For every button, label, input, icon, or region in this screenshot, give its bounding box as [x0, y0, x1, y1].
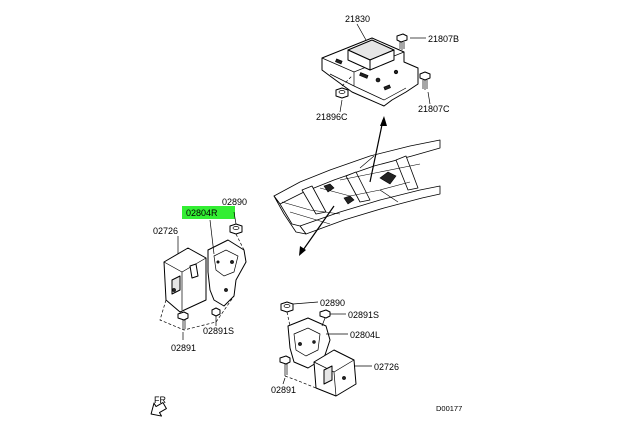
label-21896c: 21896C [316, 112, 348, 122]
dash-assembly-left [159, 295, 235, 331]
transmission-mount-assembly [321, 37, 419, 107]
leader-02804r [209, 219, 215, 255]
label-02804l: 02804L [350, 330, 380, 340]
label-02891-right: 02891 [271, 385, 296, 395]
dash-nut-right [286, 311, 291, 327]
leader-21896c [339, 99, 343, 113]
label-02726-left: 02726 [153, 226, 178, 236]
diagram-code: D00177 [436, 404, 462, 413]
label-21830: 21830 [345, 14, 370, 24]
engine-mount-02726-left [163, 247, 207, 313]
bolt-21807b [396, 33, 408, 50]
bolt-02891-right [279, 355, 291, 376]
dash-bolt-right [284, 375, 317, 389]
arrow-down-to-engine-mount [299, 205, 335, 256]
leader-02890-left [233, 211, 237, 225]
label-02804r: 02804R [186, 208, 218, 218]
label-02891s-left: 02891S [203, 326, 234, 336]
label-21807c: 21807C [418, 104, 450, 114]
bolt-21807c [419, 71, 431, 90]
front-label: FR [154, 395, 166, 405]
front-arrow-icon [150, 402, 167, 417]
leader-21830 [356, 23, 367, 41]
label-02891s-right: 02891S [348, 310, 379, 320]
label-02891-left: 02891 [171, 343, 196, 353]
label-02890-right: 02890 [320, 298, 345, 308]
dash-nut-left [235, 233, 245, 251]
label-21807b: 21807B [428, 34, 459, 44]
label-02890-left: 02890 [222, 197, 247, 207]
bolt-02891s-left [211, 307, 221, 322]
bolt-02891-left [177, 311, 189, 330]
highlight-02804r [182, 206, 235, 219]
bolt-02891s-right [319, 309, 331, 327]
chassis-frame [273, 139, 441, 235]
nut-02890-left [229, 223, 243, 235]
leader-02891-right [282, 377, 286, 385]
engine-mount-02726-right [313, 349, 357, 397]
nut-21896c [335, 75, 353, 99]
bracket-02804l [287, 317, 331, 369]
leader-21807c [427, 91, 431, 105]
nut-02890-right [280, 301, 294, 313]
leader-02890-right [292, 301, 319, 305]
label-02726-right: 02726 [374, 362, 399, 372]
arrow-up-to-transmission-mount [369, 116, 387, 183]
